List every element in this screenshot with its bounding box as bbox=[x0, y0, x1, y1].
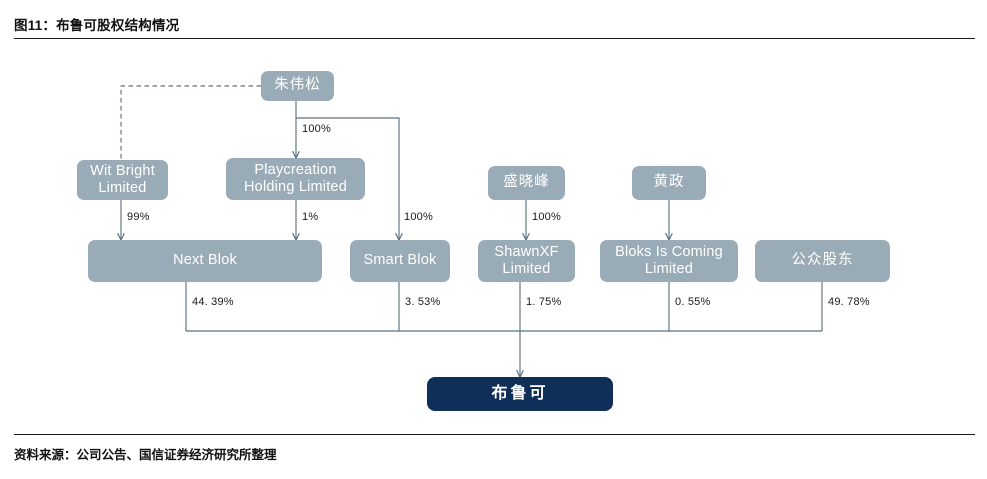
figure-source: 资料来源：公司公告、国信证券经济研究所整理 bbox=[14, 448, 277, 462]
edge-label-bloks-coming-to-target: 0. 55% bbox=[675, 296, 711, 308]
figure-title: 图11：布鲁可股权结构情况 bbox=[14, 18, 180, 33]
title-divider bbox=[14, 38, 975, 39]
node-playcreation-holding-limited[interactable]: Playcreation Holding Limited bbox=[226, 158, 365, 200]
node-public-shareholders[interactable]: 公众股东 bbox=[755, 240, 890, 282]
edge-label-smart-to-target: 3. 53% bbox=[405, 296, 441, 308]
edge-label-public-to-target: 49. 78% bbox=[828, 296, 870, 308]
node-wit-bright-limited[interactable]: Wit Bright Limited bbox=[77, 160, 168, 200]
node-next-blok[interactable]: Next Blok bbox=[88, 240, 322, 282]
edge-label-shawnxf-to-target: 1. 75% bbox=[526, 296, 562, 308]
edge-label-zhu-to-playcreation: 100% bbox=[302, 123, 331, 135]
edge-label-wit-to-next: 99% bbox=[127, 211, 150, 223]
edge-zhuweisong-to-witbright bbox=[120, 85, 261, 160]
edge-label-play-to-next: 1% bbox=[302, 211, 319, 223]
edge-label-next-to-target: 44. 39% bbox=[192, 296, 234, 308]
node-bloks-target-company[interactable]: 布鲁可 bbox=[427, 377, 613, 411]
node-shawnxf-limited[interactable]: ShawnXF Limited bbox=[478, 240, 575, 282]
node-sheng-xiaofeng[interactable]: 盛晓峰 bbox=[488, 166, 565, 200]
node-zhu-weisong[interactable]: 朱伟松 bbox=[261, 71, 334, 101]
node-smart-blok[interactable]: Smart Blok bbox=[350, 240, 450, 282]
source-divider bbox=[14, 434, 975, 435]
edge-label-zhu-to-smart-blok: 100% bbox=[404, 211, 433, 223]
node-bloks-is-coming-limited[interactable]: Bloks Is Coming Limited bbox=[600, 240, 738, 282]
edge-label-sheng-to-shawnxf: 100% bbox=[532, 211, 561, 223]
node-huang-zheng[interactable]: 黄政 bbox=[632, 166, 706, 200]
